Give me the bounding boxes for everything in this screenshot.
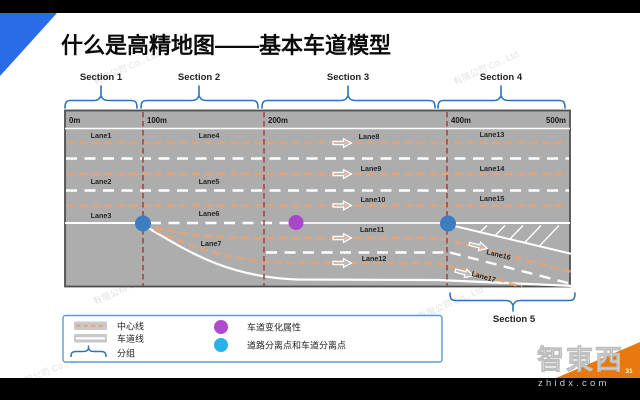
section5-bracket bbox=[449, 292, 576, 312]
arrow-icon bbox=[332, 232, 353, 244]
arrow-icon bbox=[454, 268, 475, 279]
widening-road-edge-curve bbox=[142, 224, 575, 288]
top-bar bbox=[0, 0, 640, 13]
accent-triangle bbox=[0, 13, 57, 76]
road-surface bbox=[64, 109, 571, 288]
lane-label: Lane6 bbox=[199, 209, 220, 218]
lane-label: Lane3 bbox=[91, 211, 112, 220]
lane-divider-dashes bbox=[66, 157, 569, 285]
lane-label: Lane7 bbox=[201, 239, 222, 248]
gore-chevron-markings bbox=[479, 224, 560, 247]
lane-label: Lane5 bbox=[199, 177, 220, 186]
section-label: Section 5 bbox=[493, 314, 536, 325]
center-line-swatch bbox=[74, 321, 107, 330]
legend-label: 车道线 bbox=[117, 333, 144, 344]
lane-label: Lane4 bbox=[199, 131, 220, 140]
distance-marker: 200m bbox=[268, 116, 288, 125]
road-split-point-dot bbox=[440, 215, 456, 232]
section1-bracket bbox=[64, 85, 138, 109]
lane7-11-16-center-curve bbox=[142, 222, 573, 274]
lane-label: Lane12 bbox=[362, 254, 387, 263]
distance-marker: 100m bbox=[147, 116, 167, 125]
lane-label: Lane13 bbox=[480, 130, 505, 139]
lane-label: Lane2 bbox=[91, 177, 112, 186]
zhidx-domain: zhidx.com bbox=[538, 378, 610, 389]
lane-split-point-dot bbox=[135, 215, 151, 232]
lane-label: Lane10 bbox=[361, 195, 386, 204]
zhidx-logo: 智東西 bbox=[537, 345, 624, 375]
page-title: 什么是高精地图——基本车道模型 bbox=[61, 33, 391, 58]
page-corner-triangle bbox=[556, 342, 640, 378]
lane-label: Lane1 bbox=[91, 131, 112, 140]
lane-change-attribute-dot bbox=[288, 215, 304, 230]
arrow-icon bbox=[332, 168, 353, 180]
lane-center-lines bbox=[67, 141, 573, 289]
section-labels: Section 1 Section 2 Section 3 Section 4 bbox=[80, 72, 523, 83]
section4-bracket bbox=[437, 85, 566, 109]
lane-label: Lane15 bbox=[480, 194, 505, 203]
group-bracket-icon bbox=[70, 345, 107, 358]
legend: 中心线 车道线 分组 车道变化属性 道路分离点和车道分离点 bbox=[62, 314, 443, 363]
legend-label: 中心线 bbox=[117, 321, 144, 332]
ramp-lane-divider bbox=[449, 251, 569, 285]
lane12-17-center-curve bbox=[142, 222, 523, 289]
legend-box bbox=[62, 314, 443, 363]
section-divider-lines bbox=[142, 112, 448, 286]
legend-labels: 中心线 车道线 分组 车道变化属性 道路分离点和车道分离点 bbox=[117, 321, 346, 359]
distance-marker: 0m bbox=[69, 116, 80, 125]
distance-marker: 500m bbox=[546, 116, 566, 125]
lane-label: Lane14 bbox=[480, 164, 505, 173]
lane-label: Lane9 bbox=[361, 164, 382, 173]
arrow-icon bbox=[468, 240, 489, 252]
section-label: Section 1 bbox=[80, 72, 123, 83]
section2-bracket bbox=[140, 85, 259, 109]
road-edge-lines bbox=[65, 127, 575, 288]
lane-label: Lane11 bbox=[360, 225, 384, 234]
arrow-icon bbox=[332, 257, 353, 269]
distance-markers: 0m 100m 200m 400m 500m bbox=[69, 116, 566, 125]
section-label: Section 4 bbox=[480, 72, 523, 83]
legend-label: 分组 bbox=[117, 348, 135, 359]
legend-label: 道路分离点和车道分离点 bbox=[247, 340, 346, 351]
distance-marker: 400m bbox=[451, 116, 471, 125]
section-label: Section 3 bbox=[327, 72, 369, 83]
legend-label: 车道变化属性 bbox=[247, 322, 301, 333]
arrow-icon bbox=[332, 137, 353, 149]
direction-arrows bbox=[332, 137, 489, 279]
section3-bracket bbox=[261, 85, 436, 109]
lane-label: Lane8 bbox=[359, 132, 380, 141]
arrow-icon bbox=[332, 200, 353, 211]
lane-change-attribute-icon bbox=[214, 320, 228, 334]
page-number: 31 bbox=[625, 368, 633, 375]
bottom-bar bbox=[0, 378, 640, 400]
section-brackets bbox=[64, 85, 566, 109]
split-point-icon bbox=[214, 338, 228, 352]
section-label: Section 2 bbox=[178, 72, 220, 83]
